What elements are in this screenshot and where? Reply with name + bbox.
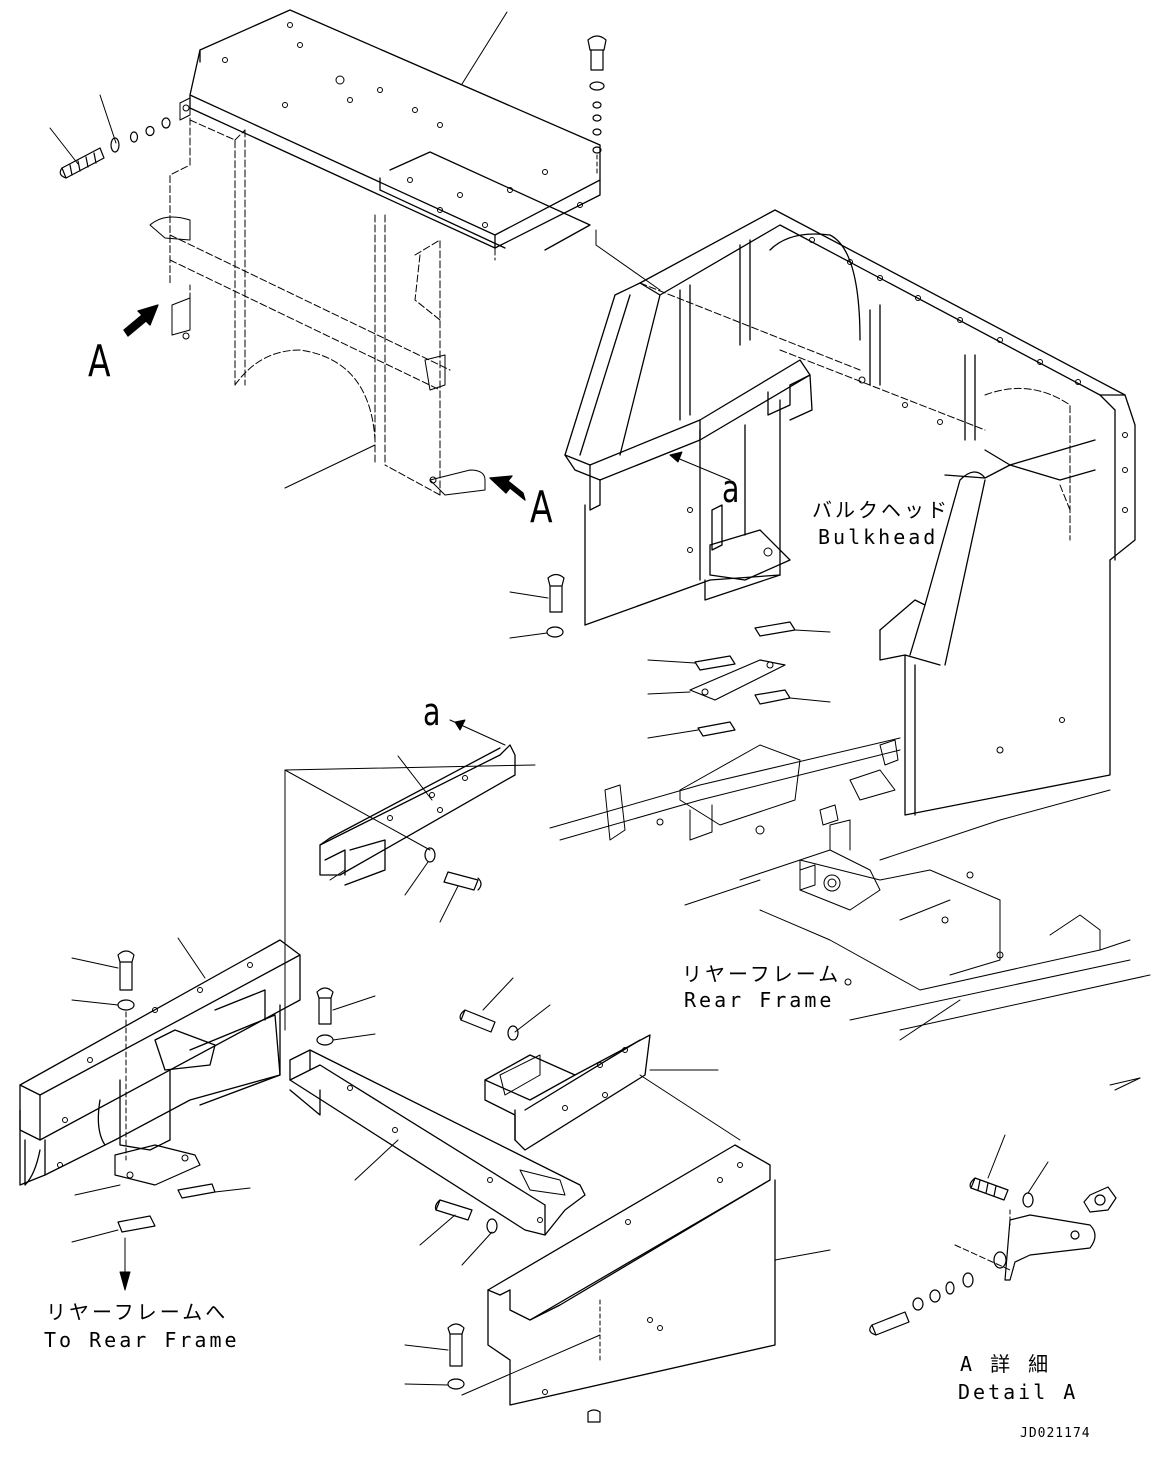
view-arrow-a-right (489, 475, 526, 501)
middle-bolts (419, 977, 551, 1266)
to-rear-frame-label-jp: リヤーフレームへ (46, 1300, 229, 1324)
drawing-number: JD021174 (1020, 1426, 1091, 1441)
rear-frame-label-jp: リヤーフレーム (682, 962, 842, 986)
reference-label-a-lower: a (423, 690, 441, 734)
fender-panel (404, 1074, 831, 1423)
to-rear-frame-label-en: To Rear Frame (44, 1328, 240, 1352)
stand-bracket (484, 1034, 719, 1151)
rear-frame (549, 737, 1151, 1086)
reference-label-a-upper: a (722, 467, 740, 511)
bolt-set-top-left (49, 94, 171, 179)
bulkhead-frame (564, 209, 1136, 816)
left-bracket-assembly (19, 937, 301, 1291)
floor-cover-assembly (149, 9, 661, 496)
rear-frame-label-en: Rear Frame (684, 988, 835, 1012)
bulkhead-label-jp: バルクヘッド (812, 498, 950, 522)
bulkhead-label-en: Bulkhead (818, 525, 939, 549)
detail-a-label-en: Detail A (958, 1380, 1079, 1404)
upper-beam-bracket (284, 719, 536, 1031)
leader-line (1114, 1077, 1141, 1091)
view-label-a-right: A (530, 482, 553, 533)
bulkhead-shims-bolts (509, 573, 831, 739)
detail-a-label-jp: A 詳 細 (960, 1352, 1052, 1376)
view-arrow-a-left (123, 304, 159, 337)
detail-a-assembly (869, 1134, 1117, 1336)
bolt-set-top-center (587, 35, 607, 176)
middle-cross-beam (289, 987, 586, 1236)
view-label-a-left: A (88, 336, 111, 387)
